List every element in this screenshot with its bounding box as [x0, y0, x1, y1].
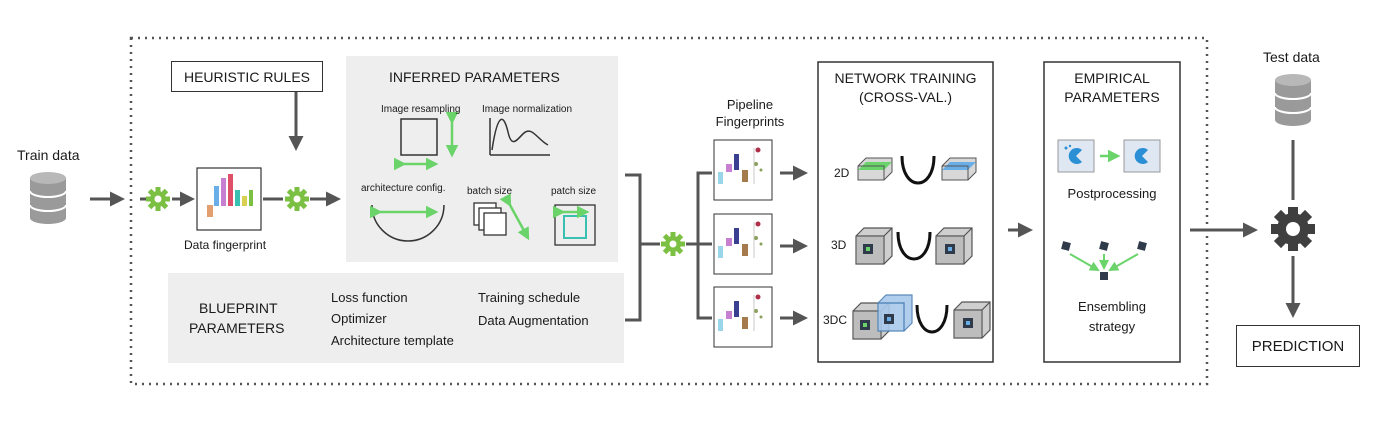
blueprint-title-line2: PARAMETERS	[189, 320, 285, 336]
blueprint-item: Architecture template	[331, 333, 454, 348]
network-3d	[855, 227, 973, 265]
train-data-icon	[29, 171, 67, 225]
postprocessing-icon	[1057, 139, 1161, 173]
prediction-label: PREDICTION	[1251, 337, 1345, 355]
gear-icon-1	[146, 187, 170, 211]
batch-size-label: batch size	[467, 186, 513, 197]
network-training-title-line2: (CROSS-VAL.)	[858, 89, 953, 105]
blueprint-item: Data Augmentation	[478, 313, 589, 328]
test-data-label: Test data	[1263, 49, 1320, 65]
gear-icon-prediction	[1271, 207, 1315, 251]
normalization-icon	[489, 118, 550, 156]
train-data-label: Train data	[17, 147, 80, 163]
heuristic-rules-box: HEURISTIC RULES	[171, 61, 323, 92]
gear-icon-3	[661, 232, 685, 256]
pipeline-frame	[129, 36, 1209, 386]
blueprint-title-line1: BLUEPRINT	[199, 300, 278, 316]
config-label-3d: 3D	[831, 238, 847, 252]
inferred-panel	[346, 56, 618, 262]
network-3dc	[852, 294, 991, 340]
patch-size-icon	[553, 204, 596, 246]
pipeline-label-line1: Pipeline	[726, 97, 774, 112]
prediction-box: PREDICTION	[1236, 325, 1360, 367]
image-normalization-label: Image normalization	[482, 104, 573, 115]
pipeline-fingerprint-2d	[713, 139, 773, 201]
architecture-config-label: architecture config.	[361, 183, 446, 194]
empirical-title-line2: PARAMETERS	[1064, 89, 1160, 105]
postprocessing-label: Postprocessing	[1067, 186, 1157, 201]
blueprint-panel	[168, 273, 624, 363]
blueprint-item: Training schedule	[478, 290, 581, 305]
test-data-icon	[1274, 73, 1312, 127]
network-training-title-line1: NETWORK TRAINING	[834, 70, 977, 86]
heuristic-rules-label: HEURISTIC RULES	[183, 68, 311, 85]
pipeline-fingerprint-3d	[713, 213, 773, 275]
config-label-3dc: 3DC	[823, 313, 848, 327]
ensembling-label-line1: Ensembling	[1078, 299, 1146, 314]
empirical-title-line1: EMPIRICAL	[1074, 70, 1150, 86]
ensembling-label-line2: strategy	[1088, 319, 1136, 334]
architecture-config-icon	[371, 204, 445, 242]
blueprint-item: Loss function	[331, 290, 408, 305]
batch-size-icon	[473, 202, 507, 236]
network-2d	[857, 155, 977, 185]
blueprint-item: Optimizer	[331, 311, 387, 326]
resampling-icon	[400, 118, 438, 156]
image-resampling-label: Image resampling	[381, 104, 461, 115]
empirical-box	[1043, 61, 1181, 363]
inferred-title: INFERRED PARAMETERS	[389, 69, 560, 85]
merge-bracket	[625, 173, 642, 322]
pipeline-fingerprint-3dc	[713, 286, 773, 348]
config-label-2d: 2D	[834, 166, 850, 180]
data-fingerprint-label: Data fingerprint	[184, 238, 267, 252]
gear-icon-2	[285, 187, 309, 211]
ensembling-icon	[1061, 241, 1147, 280]
patch-size-label: patch size	[551, 186, 597, 197]
pipeline-label-line2: Fingerprints	[715, 114, 785, 129]
